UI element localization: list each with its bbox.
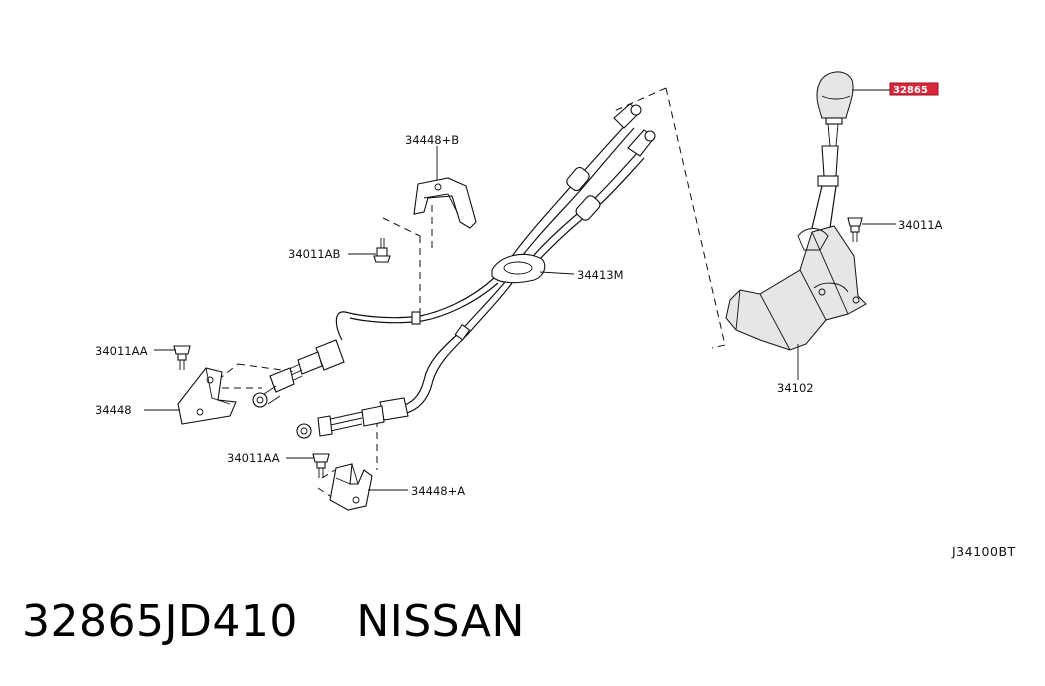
label-34448: 34448 [95,403,132,417]
footer-part-number: 32865JD410 [22,596,298,647]
label-34011aa-upper: 34011AA [95,344,148,358]
label-34102: 34102 [777,381,814,395]
cable-end-dashed-outline [611,87,726,349]
knob-part-highlight[interactable]: 32865 [889,82,939,96]
bolt-34011ab [373,238,391,263]
label-34011ab: 34011AB [288,247,340,261]
label-34011aa-lower: 34011AA [227,451,280,465]
bracket-34448-b [413,177,477,229]
label-34448-a: 34448+A [411,484,465,498]
bracket-34448-a [329,463,373,511]
label-34448-b: 34448+B [405,133,459,147]
control-cable-assembly [252,103,656,439]
highlight-box [889,82,939,96]
bracket-34448 [177,367,237,425]
label-34011a: 34011A [898,218,943,232]
leader-34413m [539,271,575,275]
bolt-34011aa-lower [312,453,330,478]
footer: 32865JD410 NISSAN [22,596,525,647]
label-34413m: 34413M [577,268,624,282]
bolt-34011a [847,217,863,242]
diagram-code: J34100BT [951,544,1016,559]
label-32865: 32865 [893,85,928,96]
bracket-b-dashed-outline [382,200,433,318]
bolt-34011aa-upper [173,345,191,370]
footer-brand: NISSAN [356,596,525,647]
shift-lever-assembly [725,71,867,351]
shift-knob [816,71,854,119]
